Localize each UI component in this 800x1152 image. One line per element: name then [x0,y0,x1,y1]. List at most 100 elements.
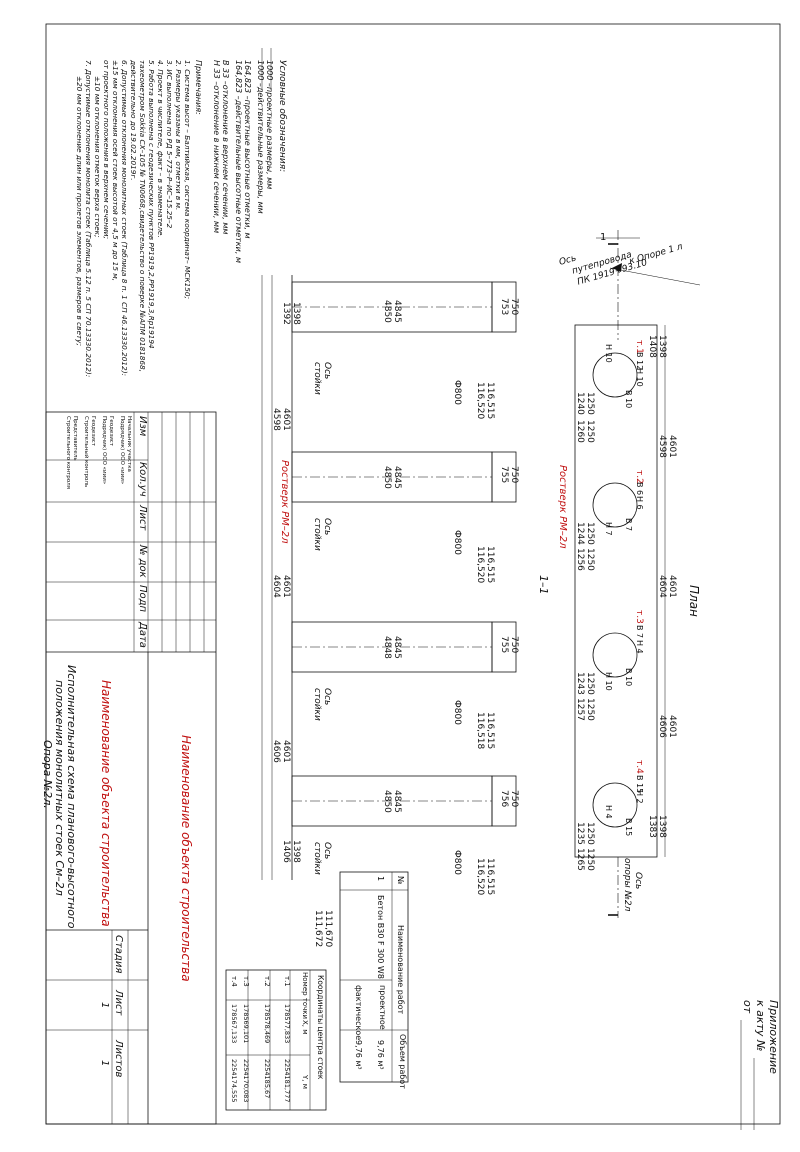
drawing-label: 2254170,083 [242,1059,250,1102]
note-item: 1. Система высот – Балтийская, система к… [183,60,192,299]
drawing-label: Дата [137,621,148,648]
plan-end-top-proj: 1398 [657,335,667,358]
note-item: 2. Размеры указаны в мм, отметки в м. [174,60,183,210]
drawing-label: 753 [499,298,509,315]
note-item: тахеометром Sokkia СХ–105 № TN0668,свиде… [138,60,147,372]
coord-table: Координаты центра стоек Номер точки X, м… [225,969,327,1111]
drawing-label: Строительный контроль [83,416,90,487]
drawing-label: Бетон В30 F 300 W8 [376,895,385,979]
drawing-label: 4850 [382,790,392,813]
drawing-label: 1235 [575,822,585,845]
drawing-label: Представитель [72,416,78,461]
note-item: 3. ИС выполнена по РД 5–773–Р–ИС–15.25–2 [165,60,174,229]
drawing-label: 755 [499,466,509,483]
plan-span: 4598 [657,435,667,458]
drawing-label: В 7 [635,625,644,638]
drawing-label: № док [137,544,148,578]
legend-item: 164,823 –действительные высотные отметки… [234,60,243,263]
plan-column-4: т.4 В 15 Н 2 В 15 Н 4 1250 1265 1250 123… [575,760,644,871]
drawing-label: В 6 [635,482,644,495]
plan-end-bottom-fact: 1383 [647,815,657,838]
note-item: действительно до 19.02.2019г. [129,59,138,181]
plan-column-1: т.1 В 12 Н 10 В 10 Н 10 1250 1260 1250 1… [575,340,644,443]
drawing-label: Наименование работ [396,925,405,1015]
drawing-label: Лист [137,504,148,532]
drawing-label: Ось [558,253,577,267]
note-item: 7. Допустимые отклонения монолита стоек … [84,60,93,377]
drawing-label: 1250 [585,698,595,721]
drawing-label: Подрядчик) ООО «иии» [119,416,125,484]
drawing-label: 4848 [382,636,392,659]
plan-to-support: к Опоре 1 л [628,242,684,267]
appendix-line-1: Приложение [767,1000,780,1074]
drawing-label: 750 [509,466,519,483]
drawing-label: проектное [378,985,387,1030]
section-end-left: 1398 [291,302,301,325]
drawing-label: 1 [99,1002,110,1008]
drawing-label: В 10 [624,390,633,408]
drawing-label: В 15 [624,818,633,836]
section-column-1: 4845 4850 750 753 116,515 116,520 Ф800 О… [291,281,519,419]
drawing-label: т.2 [263,976,271,987]
drawing-label: 2254185,67 [263,1059,271,1098]
legend-item: 1000 –проектные размеры, мм [265,60,274,189]
object-name-top: Наименование объекта строительства [179,735,193,982]
plan-title: План [687,585,701,617]
appendix-line-3: от [741,1000,754,1014]
title-stamp: Изм Кол.уч Лист № док Подп Дата Начальни… [41,411,217,1125]
drawing-label: 1250 [585,548,595,571]
drawing-label: 9,76 м³ [376,1040,385,1070]
plan-span: 4604 [657,575,667,598]
section-span: 4601 [281,740,291,763]
doc-title-2: положения монолитных стоек См–2л [53,680,66,896]
drawing-label: Лист [113,989,124,1017]
legend-item: 164,823 –проектные высотные отметки, м [243,60,252,239]
plan-end-top-fact: 1408 [647,335,657,358]
section-title: 1–1 [537,575,550,595]
drawing-label: 116,515 [485,858,495,895]
drawing-label: В 15 [635,775,644,793]
drawing-label: фактическое [354,985,363,1040]
drawing-label: опоры №2л [622,858,632,912]
legend-block: Условные обозначения: 1000 –проектные ра… [75,48,287,377]
note-item: ±20 мм отклонение длин или пролетов элем… [75,76,84,346]
drawing-label: 1256 [575,548,585,571]
legend-title: Условные обозначения: [277,60,287,172]
drawing-label: 116,515 [485,712,495,749]
cut-mark-label: 1 [600,232,606,243]
section-span: 4606 [271,740,281,763]
drawing-label: 116,515 [485,546,495,583]
drawing-label: Подп [137,585,148,613]
drawing-label: Изм [137,416,148,437]
section-span: 4604 [271,575,281,598]
drawing-label: Геодезист [108,416,114,447]
drawing-label: 2254181,777 [283,1059,291,1102]
drawing-label: Н 2 [635,790,644,804]
plan-span: 4606 [657,715,667,738]
drawing-label: стойки [312,688,322,721]
drawing-label: 1243 [575,672,585,695]
drawing-label: 750 [509,636,519,653]
drawing-label: Ось [322,362,332,379]
drawing-label: X, м [301,1020,309,1035]
drawing-label: 178577,833 [283,1004,291,1043]
drawing-label: Ось [322,842,332,859]
drawing-label: Начальник участка [126,416,132,472]
drawing-label: 1244 [575,522,585,545]
appendix-block: Приложение к акту № от [740,1000,780,1130]
plan-arrow-line [609,267,701,286]
plan-grillage-outline [574,324,658,858]
drawing-label: 116,515 [485,382,495,419]
drawing-label: 4845 [392,636,402,659]
drawing-label: 1 [376,876,385,881]
object-name-mid: Наименование объекта строительства [99,680,113,927]
drawing-label: Ось [322,688,332,705]
section-end-left: 1392 [281,302,291,325]
drawing-label: 755 [499,636,509,653]
doc-title-3: Опора №2л. [41,740,54,809]
plan-grillage-label: Ростверк РМ–2л [557,465,568,549]
drawing-label: 4850 [382,300,392,323]
note-item: 4. Проект в числителе, факт – в знаменат… [156,60,165,238]
drawing-label: 1250 [585,522,595,545]
